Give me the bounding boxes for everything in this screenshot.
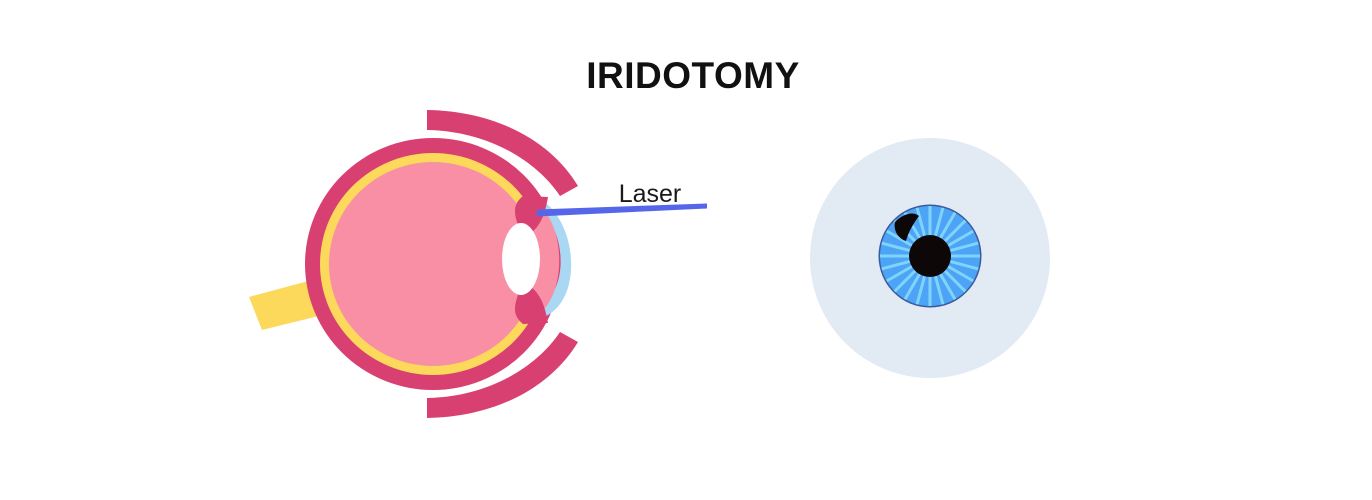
iris-stripe [946,241,980,253]
iris-stripe [946,259,980,271]
cornea [538,198,572,319]
iris-stripe [941,218,968,245]
iris-stripe [880,241,914,253]
iris-stripe [892,267,919,294]
iris-stripe [884,263,916,284]
iris-stripe [937,270,958,302]
conjunctiva-arc-bottom [427,332,578,418]
iris-stripe [915,206,927,240]
iris-stripe [944,263,976,284]
page-title: IRIDOTOMY [586,55,800,96]
crystalline-lens [502,223,540,295]
vitreous-body [329,162,537,366]
conjunctiva-arc-top [427,110,578,196]
anterior-chamber [533,200,560,318]
pupil [909,235,951,277]
eye-cross-section-diagram: Laser [249,110,707,418]
eye-front-view-diagram [810,138,1050,378]
iris-stripe [880,259,914,271]
iris-stripe [915,272,927,306]
laser-label: Laser [619,180,682,208]
iris-stripe [941,267,968,294]
laser-beam [537,203,707,217]
iris-stripe [933,206,945,240]
iridotomy-opening [894,213,919,241]
iris-stripe [902,270,923,302]
iris-stripe [884,228,916,249]
iris-stripe [933,272,945,306]
iris-stripe [937,210,958,242]
iris-stripe [944,228,976,249]
